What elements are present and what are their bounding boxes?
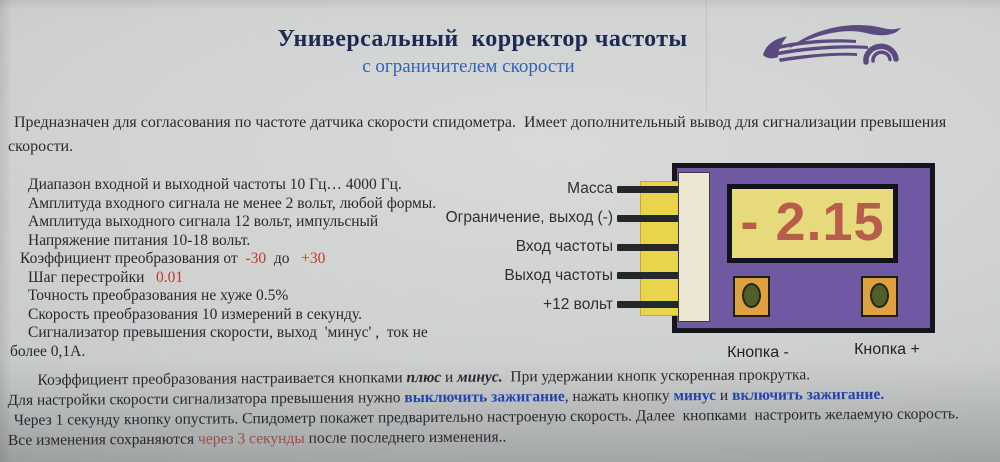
pin-label-freq-output: Выход частоты [504,267,613,284]
pin-line [617,186,679,193]
header: Универсальный корректор частоты с ограни… [0,26,965,78]
specs-list: Диапазон входной и выходной частоты 10 Г… [0,176,470,361]
save-delay-keyword: через 3 секунды [197,429,305,448]
spec-line-supply-voltage: Напряжение питания 10-18 вольт. [28,231,251,249]
minus-button-keyword: минус [673,387,717,405]
spec-line-speed: Скорость преобразования 10 измерений в с… [28,305,362,323]
pin-label-12v: +12 вольт [543,296,613,313]
button-minus-label: Кнопка - [727,344,789,361]
spec-text: Шаг перестройки [28,268,157,286]
spec-text: до [266,250,302,267]
button-plus-dot [870,283,889,308]
footer-instructions: Коэффициент преобразования настраивается… [0,364,1000,451]
spec-line-step: Шаг перестройки 0.01 [0,269,470,288]
spec-value-max: +30 [301,250,326,267]
ignition-off-keyword: выключить зажигание [404,388,565,407]
spec-line-range: Диапазон входной и выходной частоты 10 Г… [28,176,402,193]
spec-line-alarm-cont: более 0,1А. [10,342,86,360]
paper-crease [705,0,708,112]
pin-label-freq-input: Вход частоты [515,238,613,255]
footer-text: и [715,386,733,404]
display-value: - 2.15 [740,191,885,252]
spec-value-step: 0.01 [156,268,184,286]
footer-text: после последнего изменения.. [304,428,507,447]
page-subtitle: с ограничителем скорости [362,56,575,77]
footer-text: Для настройки скорости сигнализатора пре… [7,389,405,409]
pin-line [617,244,679,251]
pin-label-ground: Масса [567,180,613,197]
spec-line-output-amplitude: Амплитуда выходного сигнала 12 вольт, им… [28,213,379,230]
footer-text: Все изменения сохраняются [7,430,199,449]
footer-text: При удержании кнопк ускоренная прокрутка… [502,366,811,386]
pin-line [617,301,679,308]
ignition-on-keyword: включить зажигание. [731,385,885,404]
pin-line [617,272,679,279]
footer-text: Коэффициент преобразования настраивается… [37,369,407,389]
spec-line-input-amplitude: Амплитуда входного сигнала не менее 2 во… [28,194,437,212]
car-silhouette-icon [763,24,901,65]
button-minus [733,276,770,317]
spec-line-accuracy: Точность преобразования не хуже 0.5% [28,287,289,304]
page-title: Универсальный корректор частоты [277,26,688,52]
device-display: - 2.15 [727,184,898,263]
spec-value-min: -30 [245,250,267,267]
button-minus-dot [742,283,761,308]
intro-line-1: Предназначен для согласования по частоте… [14,114,947,131]
spec-text: Коэффициент преобразования от [20,250,246,267]
pin-label-limit-output: Ограничение, выход (-) [445,209,613,226]
button-plus-label: Кнопка + [854,341,920,358]
spec-line-alarm: Сигнализатор превышения скорости, выход … [28,324,428,341]
button-plus [861,276,898,317]
spec-line-coefficient: Коэффициент преобразования от -30 до +30 [0,250,470,269]
footer-text: , нажать кнопку [564,387,674,406]
footer-text: и [441,368,458,386]
pin-line [617,215,679,222]
device-edge-strip [678,172,710,322]
minus-keyword: минус. [457,368,503,386]
plus-keyword: плюс [406,368,442,387]
intro-line-2: скорости. [8,138,74,155]
